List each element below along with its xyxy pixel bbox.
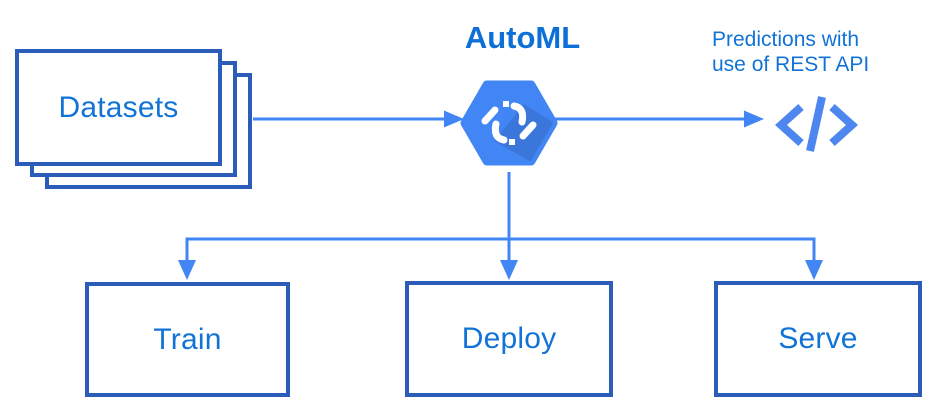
automl-hexagon-icon <box>460 80 558 166</box>
arrowhead-down-icon <box>500 260 518 280</box>
train-label: Train <box>153 322 222 356</box>
arrowhead-right-icon <box>744 110 764 128</box>
serve-box: Serve <box>714 281 922 397</box>
edge-automl-to-stages <box>178 172 823 280</box>
arrowhead-down-icon <box>178 260 196 280</box>
code-icon <box>775 96 858 152</box>
edge-automl-to-predictions <box>553 110 764 128</box>
train-box: Train <box>85 282 290 397</box>
datasets-label: Datasets <box>58 90 179 124</box>
deploy-label: Deploy <box>461 322 557 355</box>
automl-title: AutoML <box>464 20 581 55</box>
arrowhead-right-icon <box>444 110 464 128</box>
serve-label: Serve <box>778 322 858 355</box>
predictions-caption: Predictions with use of REST API <box>712 27 869 77</box>
datasets-box: Datasets <box>15 49 222 166</box>
predictions-caption-line1: Predictions with <box>712 28 860 51</box>
predictions-caption-line2: use of REST API <box>712 53 870 76</box>
arrowhead-down-icon <box>805 260 823 280</box>
deploy-box: Deploy <box>405 281 613 397</box>
edge-datasets-to-automl <box>253 110 464 128</box>
